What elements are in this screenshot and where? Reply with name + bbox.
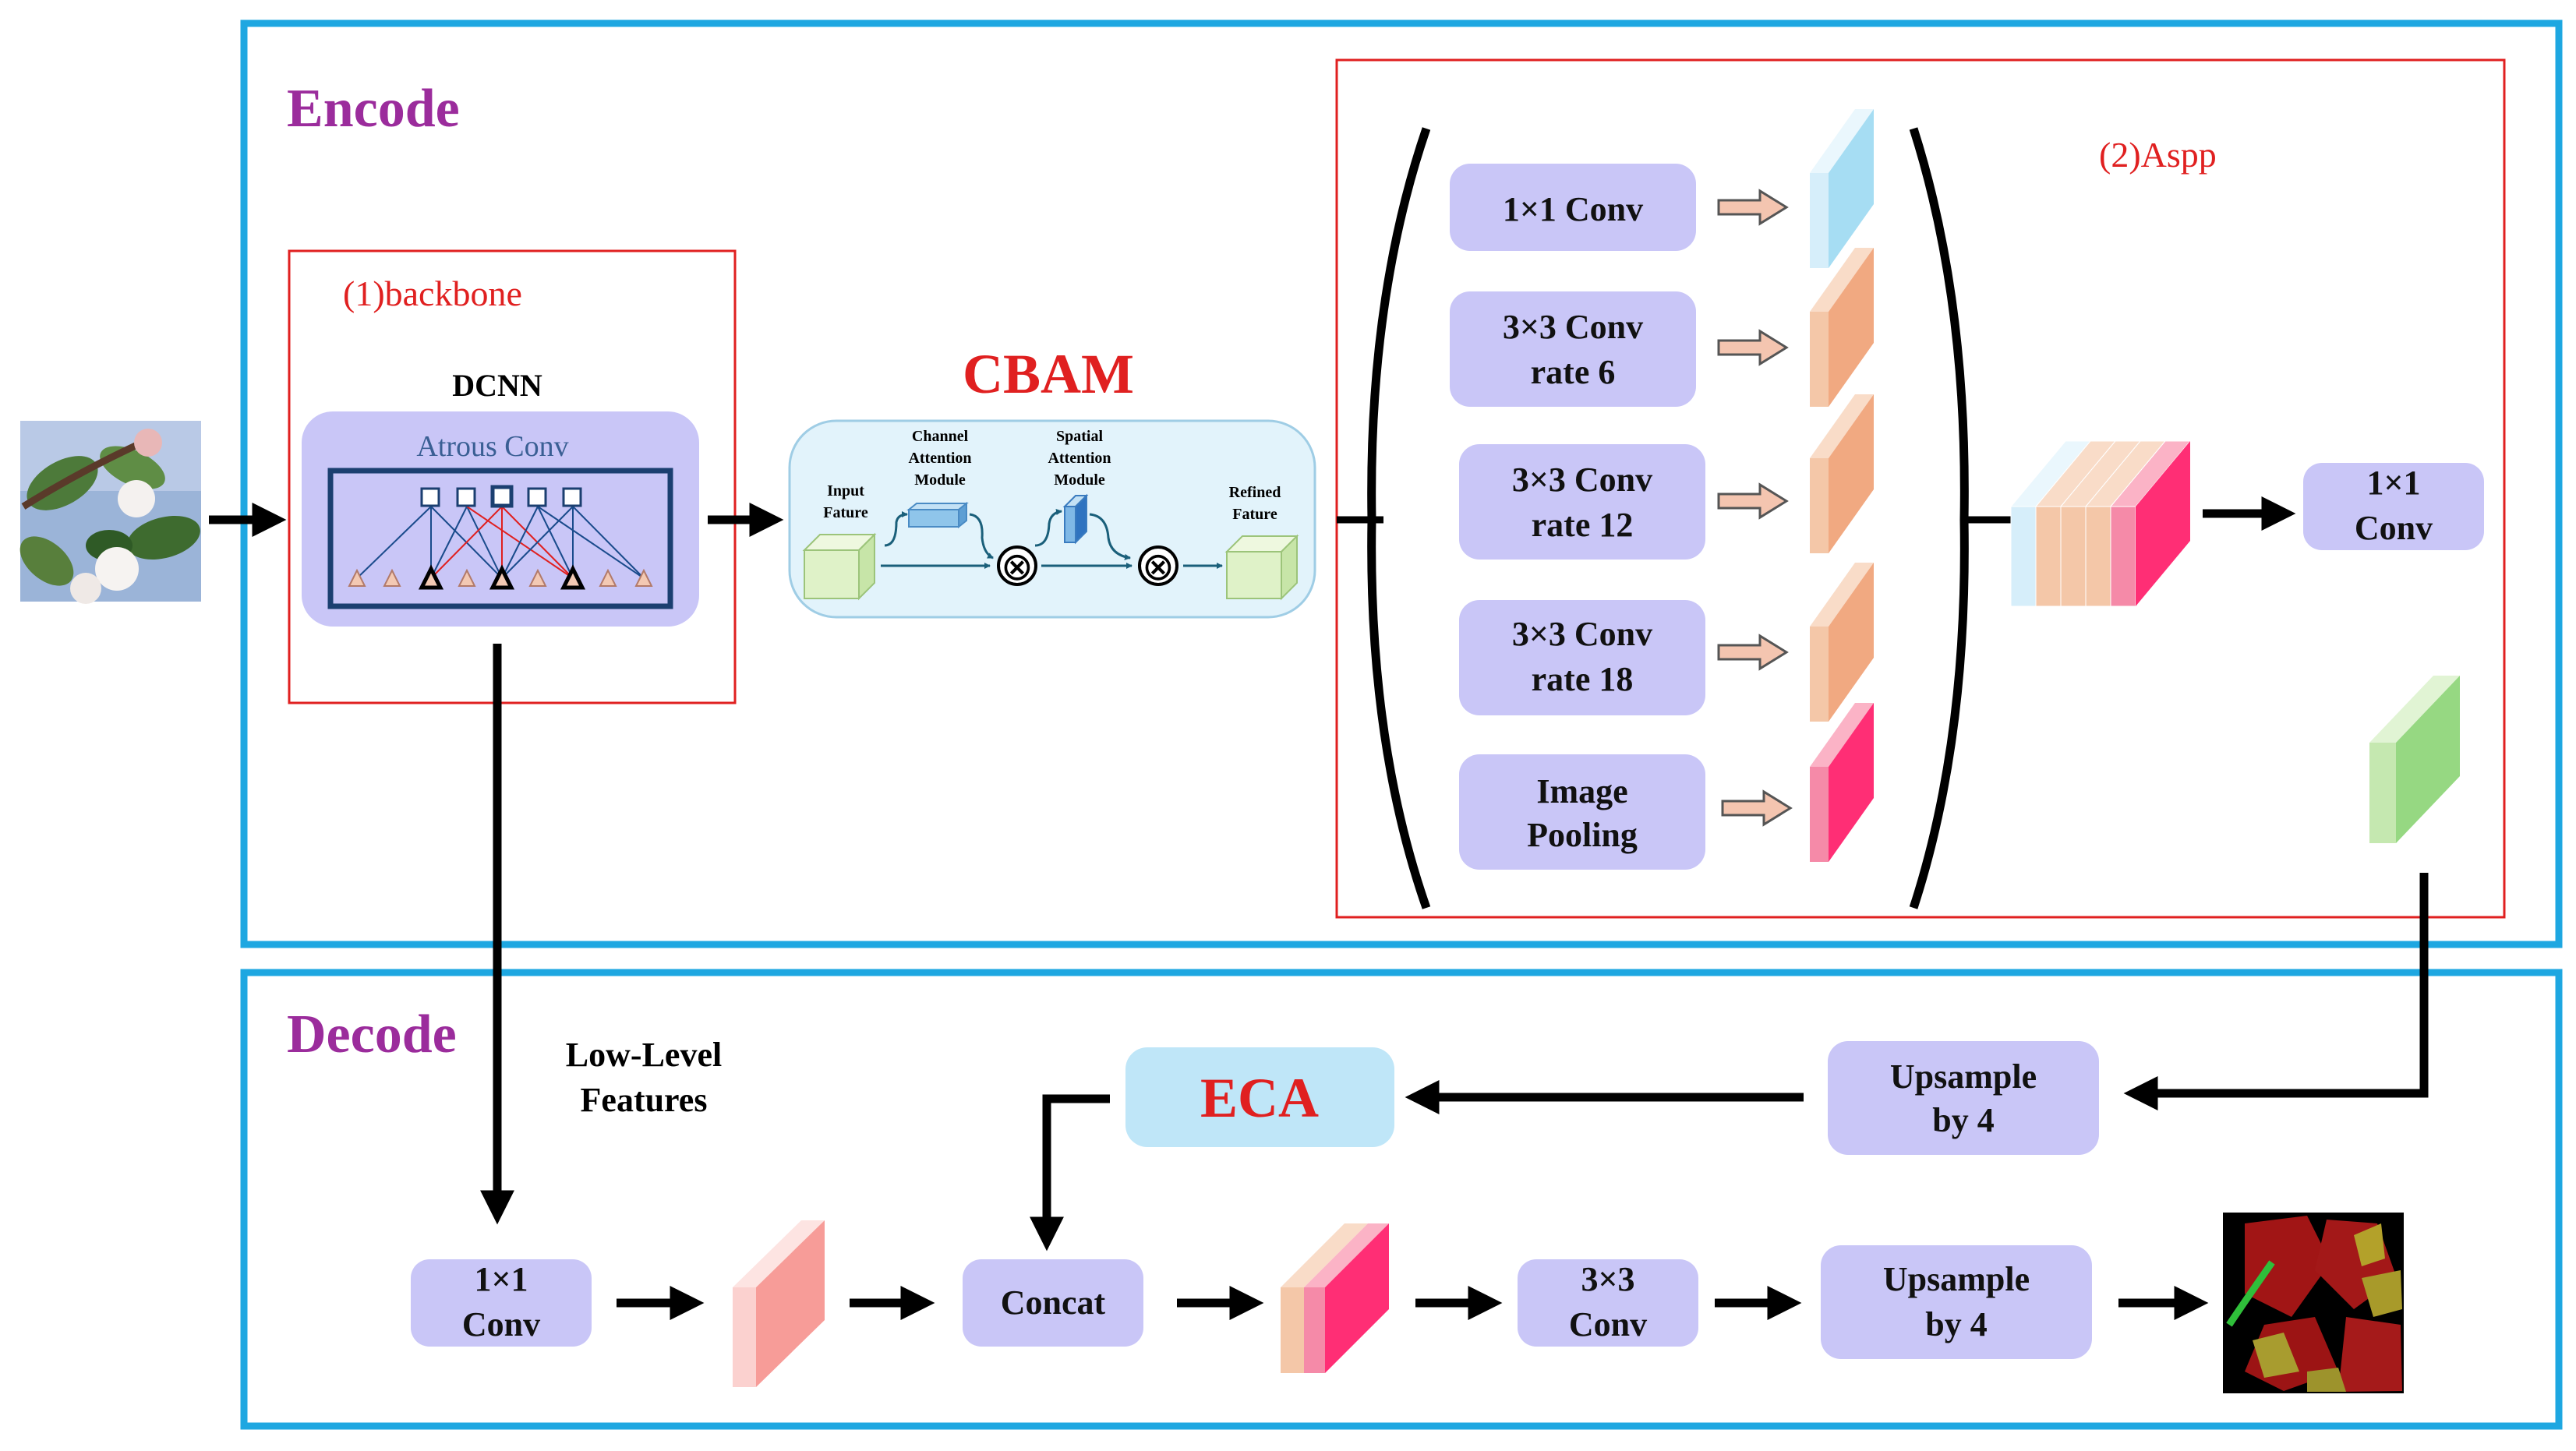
svg-text:1×1 Conv: 1×1 Conv (1503, 190, 1643, 228)
svg-text:rate 18: rate 18 (1532, 660, 1634, 698)
cbam-spatial-label-2: Attention (1048, 450, 1111, 467)
cbam-channel-label-1: Channel (912, 428, 969, 445)
cbam-refined-feature-cube (1224, 534, 1299, 601)
atrous-output-nodes (420, 485, 582, 508)
svg-text:Concat: Concat (1001, 1283, 1106, 1322)
channel-attention-map (906, 501, 969, 529)
atrous-input-nodes (348, 564, 653, 590)
backbone-label: (1)backbone (343, 274, 522, 313)
aspp-feature-1x1 (1810, 109, 1874, 268)
cbam-spatial-label-1: Spatial (1056, 428, 1103, 445)
dcnn-label: DCNN (452, 368, 542, 403)
aspp-branch-rate12: 3×3 Conv rate 12 (1459, 444, 1705, 560)
cbam-flow-arrows (881, 509, 1223, 569)
aspp-to-upsample-arrow (2123, 873, 2429, 1110)
multiply-icon-1: ⊗ (997, 544, 1037, 589)
atrous-conv-block (302, 411, 699, 627)
aspp-feature-rate12 (1810, 394, 1874, 553)
svg-text:3×3 Conv: 3×3 Conv (1512, 461, 1652, 499)
svg-text:Conv: Conv (462, 1305, 540, 1343)
aspp-branch-1x1: 1×1 Conv (1450, 164, 1696, 251)
upsample-top-block: Upsample by 4 (1828, 1041, 2099, 1155)
low-level-feature (733, 1220, 825, 1387)
svg-text:Conv: Conv (2355, 509, 2433, 547)
concat-feature (1281, 1223, 1389, 1373)
svg-text:Upsample: Upsample (1890, 1057, 2037, 1096)
svg-text:Pooling: Pooling (1527, 816, 1638, 854)
svg-text:Upsample: Upsample (1883, 1260, 2030, 1298)
multiply-icon-2: ⊗ (1138, 544, 1178, 589)
cbam-refined-label-2: Fature (1232, 506, 1277, 523)
input-image (19, 421, 201, 604)
aspp-branch-arrows (1717, 189, 1793, 827)
svg-text:Conv: Conv (1569, 1305, 1647, 1343)
spatial-attention-map (1062, 493, 1089, 545)
svg-text:by 4: by 4 (1925, 1305, 1987, 1343)
svg-text:1×1: 1×1 (474, 1260, 528, 1298)
aspp-feature-rate6 (1810, 248, 1874, 407)
cbam-input-label-2: Fature (823, 504, 868, 521)
aspp-output-feature (2369, 676, 2460, 843)
upsample-bottom-block: Upsample by 4 (1821, 1245, 2092, 1359)
cbam-input-feature-cube (802, 532, 877, 601)
encode-title: Encode (287, 79, 460, 139)
encode-frame (240, 19, 2563, 948)
concat-block: Concat (963, 1259, 1143, 1347)
decode-frame (240, 969, 2563, 1430)
svg-text:⊗: ⊗ (1001, 544, 1034, 589)
svg-text:3×3 Conv: 3×3 Conv (1512, 615, 1652, 653)
aspp-frame (1335, 58, 2506, 919)
decode-1x1-conv: 1×1 Conv (411, 1259, 592, 1347)
low-level-label-2: Features (581, 1081, 708, 1119)
aspp-feature-pooling (1810, 703, 1874, 862)
eca-block: ECA (1125, 1047, 1394, 1147)
aspp-branch-image-pooling: Image Pooling (1459, 754, 1705, 870)
aspp-left-bracket (1367, 127, 1431, 909)
cbam-refined-label-1: Refined (1229, 484, 1281, 501)
svg-text:ECA: ECA (1200, 1067, 1319, 1129)
svg-text:Image: Image (1536, 772, 1627, 810)
aspp-label: (2)Aspp (2099, 135, 2217, 175)
backbone-frame (288, 249, 737, 704)
decode-title: Decode (287, 1004, 457, 1064)
cbam-spatial-label-3: Module (1054, 471, 1105, 489)
eca-to-concat-arrow (1030, 1094, 1110, 1252)
cbam-channel-label-2: Attention (908, 450, 971, 467)
svg-text:1×1: 1×1 (2366, 464, 2420, 502)
atrous-inner-frame (327, 468, 673, 609)
cbam-input-label-1: Input (827, 482, 864, 500)
aspp-feature-rate18 (1810, 563, 1874, 722)
svg-text:3×3: 3×3 (1581, 1260, 1634, 1298)
cbam-channel-label-3: Module (914, 471, 966, 489)
aspp-right-bracket (1909, 127, 1969, 909)
svg-text:3×3 Conv: 3×3 Conv (1503, 308, 1643, 346)
aspp-output-1x1-conv: 1×1 Conv (2303, 463, 2484, 550)
cbam-title: CBAM (963, 343, 1134, 405)
aspp-concat-stack (2009, 440, 2192, 607)
atrous-conv-label: Atrous Conv (416, 430, 568, 463)
segmentation-output-image (2223, 1213, 2404, 1393)
svg-text:rate 12: rate 12 (1532, 506, 1634, 544)
svg-text:rate 6: rate 6 (1531, 353, 1616, 391)
cbam-block (788, 419, 1316, 619)
svg-text:⊗: ⊗ (1142, 544, 1175, 589)
svg-text:by 4: by 4 (1932, 1101, 1994, 1139)
aspp-branch-rate6: 3×3 Conv rate 6 (1450, 291, 1696, 407)
aspp-branch-rate18: 3×3 Conv rate 18 (1459, 600, 1705, 715)
low-level-label-1: Low-Level (566, 1036, 722, 1074)
decode-3x3-conv: 3×3 Conv (1518, 1259, 1698, 1347)
